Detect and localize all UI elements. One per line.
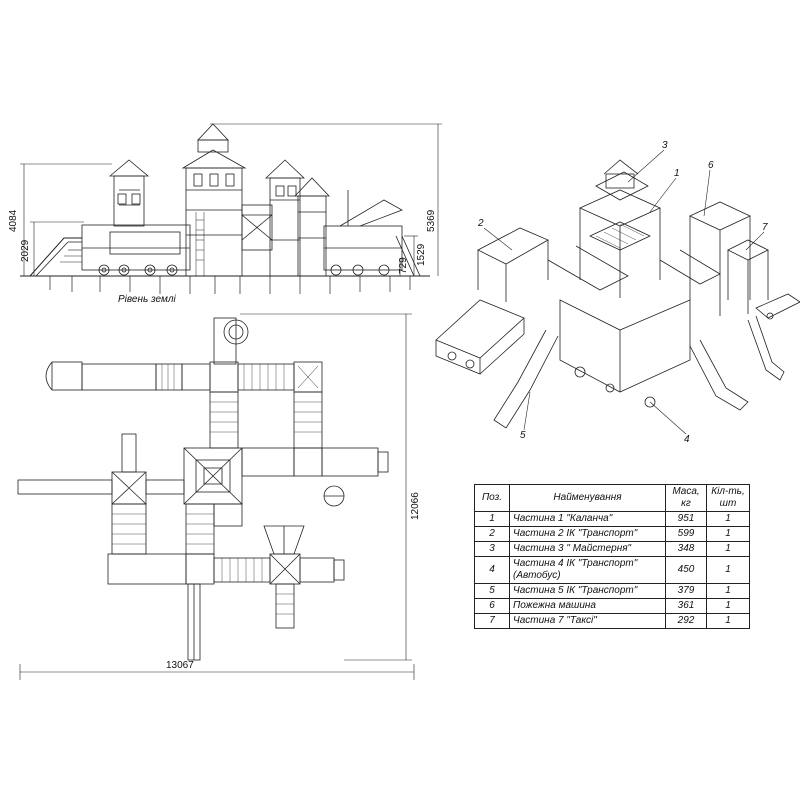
spec-table-header: Поз. Найменування Маса, кг Кіл-ть, шт [474, 484, 750, 512]
table-row: 1 Частина 1 "Каланча" 951 1 [474, 511, 750, 527]
dim-tower-height: 4084 [8, 209, 19, 232]
row-mass: 361 [665, 598, 707, 614]
row-name: Частина 7 "Таксі" [509, 613, 666, 629]
table-row: 4 Частина 4 ІК "Транспорт" (Автобус) 450… [474, 556, 750, 584]
dim-plan-width: 12066 [410, 492, 421, 520]
row-mass: 599 [665, 526, 707, 542]
row-qty: 1 [706, 556, 750, 584]
table-row: 7 Частина 7 "Таксі" 292 1 [474, 613, 750, 629]
header-mass: Маса, кг [665, 484, 707, 512]
row-pos: 1 [474, 511, 510, 527]
dim-plan-length: 13067 [166, 660, 194, 671]
ground-level-label: Рівень землі [118, 294, 176, 305]
callout-5: 5 [520, 430, 526, 441]
dim-low-height: 729 [398, 257, 409, 274]
callout-2: 2 [477, 218, 484, 229]
dim-total-height: 5369 [426, 209, 437, 232]
row-name: Пожежна машина [509, 598, 666, 614]
table-row: 6 Пожежна машина 361 1 [474, 598, 750, 614]
row-pos: 7 [474, 613, 510, 629]
callout-4: 4 [684, 434, 690, 445]
callout-3: 3 [662, 140, 668, 151]
header-name: Найменування [509, 484, 666, 512]
dim-platform-height: 2029 [20, 239, 31, 262]
row-qty: 1 [706, 526, 750, 542]
row-name: Частина 2 ІК "Транспорт" [509, 526, 666, 542]
row-qty: 1 [706, 613, 750, 629]
plan-view [17, 317, 389, 661]
callout-6: 6 [708, 160, 714, 171]
row-name: Частина 1 "Каланча" [509, 511, 666, 527]
callout-1: 1 [674, 168, 680, 179]
row-mass: 348 [665, 541, 707, 557]
row-pos: 3 [474, 541, 510, 557]
row-name: Частина 5 ІК "Транспорт" [509, 583, 666, 599]
header-qty: Кіл-ть, шт [706, 484, 750, 512]
row-mass: 379 [665, 583, 707, 599]
isometric-view [435, 149, 800, 435]
row-qty: 1 [706, 541, 750, 557]
table-row: 2 Частина 2 ІК "Транспорт" 599 1 [474, 526, 750, 542]
row-mass: 450 [665, 556, 707, 584]
plan-dimension-lines [19, 313, 415, 680]
row-pos: 5 [474, 583, 510, 599]
row-pos: 4 [474, 556, 510, 584]
elevation-dimension-lines [20, 123, 442, 276]
callout-7: 7 [762, 222, 768, 233]
row-qty: 1 [706, 598, 750, 614]
row-mass: 951 [665, 511, 707, 527]
row-pos: 6 [474, 598, 510, 614]
front-elevation [20, 123, 430, 294]
dim-mid-height: 1529 [416, 243, 427, 266]
row-name: Частина 4 ІК "Транспорт" (Автобус) [509, 556, 666, 584]
table-row: 5 Частина 5 ІК "Транспорт" 379 1 [474, 583, 750, 599]
row-qty: 1 [706, 583, 750, 599]
row-mass: 292 [665, 613, 707, 629]
row-pos: 2 [474, 526, 510, 542]
row-qty: 1 [706, 511, 750, 527]
specification-table: Поз. Найменування Маса, кг Кіл-ть, шт 1 … [474, 484, 750, 629]
row-name: Частина 3 " Майстерня" [509, 541, 666, 557]
table-row: 3 Частина 3 " Майстерня" 348 1 [474, 541, 750, 557]
header-pos: Поз. [474, 484, 510, 512]
